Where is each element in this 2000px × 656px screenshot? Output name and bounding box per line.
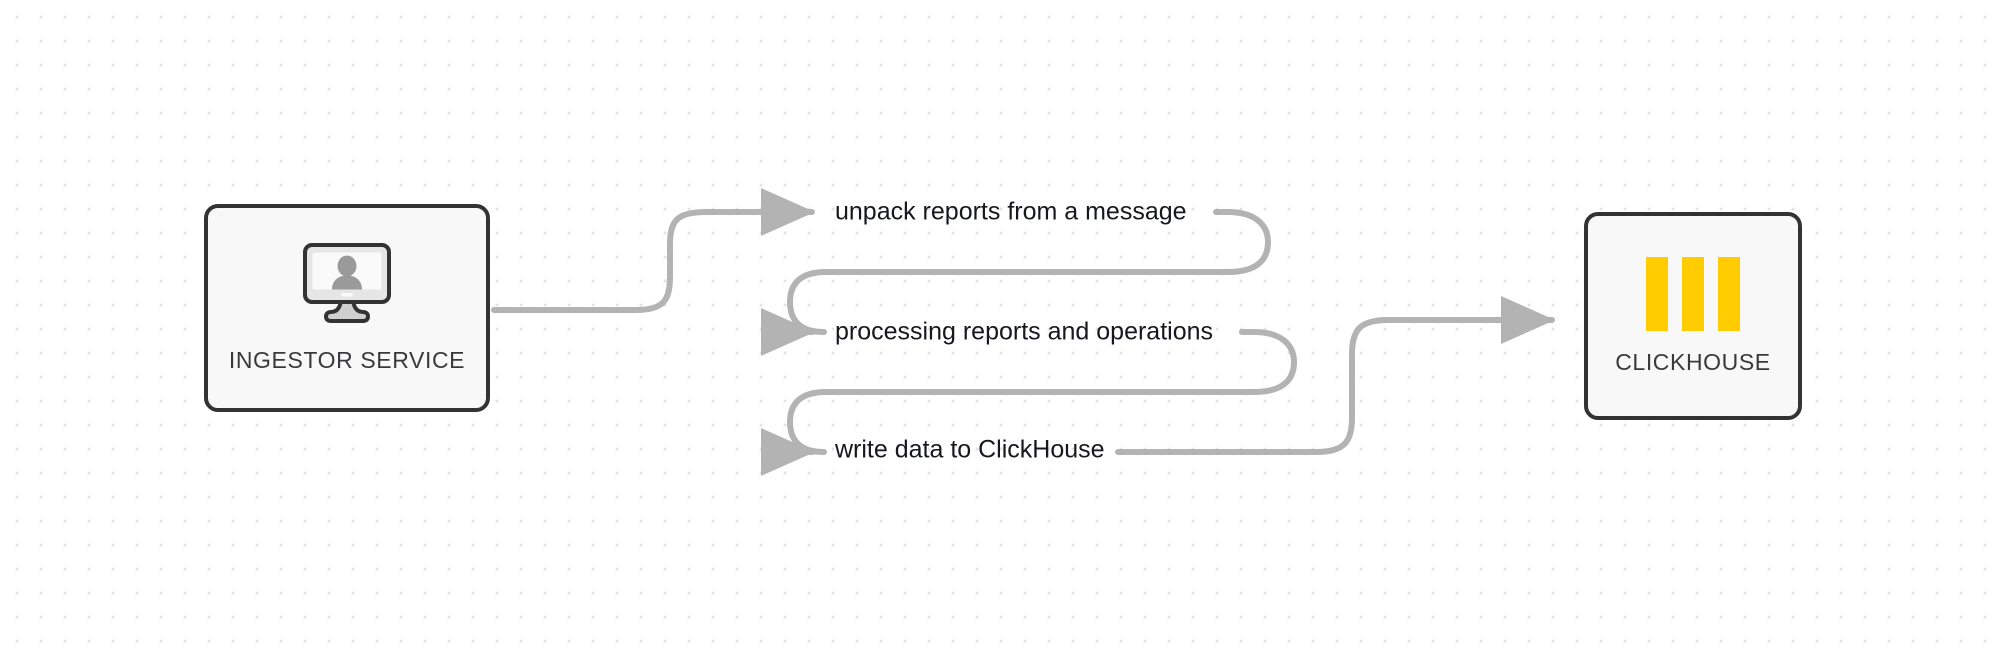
- edge-path-segment-row1-to-row2: [787, 209, 1271, 335]
- edge-label-write-data: write data to ClickHouse: [835, 435, 1105, 464]
- edge-path-segment-row2-to-row3: [787, 329, 1297, 455]
- node-label-clickhouse: CLICKHOUSE: [1615, 348, 1771, 375]
- clickhouse-logo-icon: [1646, 256, 1740, 331]
- clickhouse-bar: [1718, 256, 1740, 331]
- monitor-user-icon: [301, 242, 393, 331]
- node-clickhouse[interactable]: CLICKHOUSE: [1584, 212, 1802, 420]
- edge-path-segment-start: [491, 188, 815, 313]
- node-ingestor-service[interactable]: INGESTOR SERVICE: [204, 204, 490, 412]
- node-label-ingestor-service: INGESTOR SERVICE: [228, 347, 466, 373]
- edge-label-processing-reports: processing reports and operations: [835, 317, 1214, 346]
- clickhouse-bar: [1682, 256, 1704, 331]
- edge-label-unpack-reports: unpack reports from a message: [835, 197, 1187, 226]
- clickhouse-bar: [1646, 256, 1668, 331]
